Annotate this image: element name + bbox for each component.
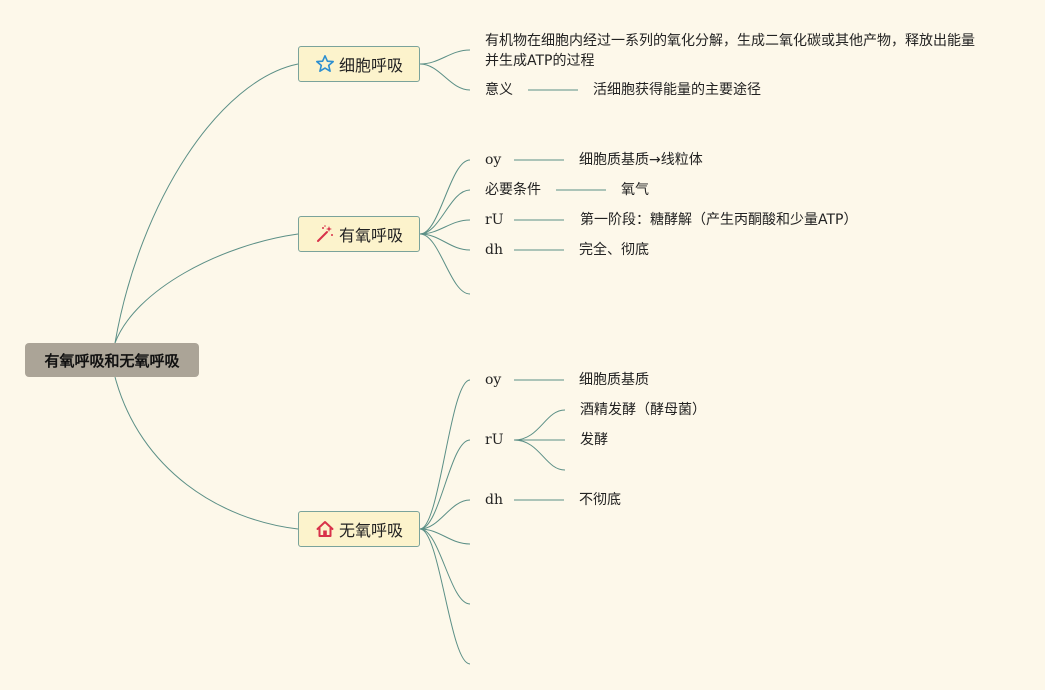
- root-label: 有氧呼吸和无氧呼吸: [44, 351, 180, 370]
- link-root-b1: [114, 63, 299, 344]
- child-value[interactable]: 酒精发酵（酵母菌）: [580, 402, 706, 418]
- magic-wand-icon: [315, 224, 335, 244]
- child-value[interactable]: 氧气: [621, 182, 649, 198]
- child-value[interactable]: 细胞质基质→线粒体: [579, 152, 703, 168]
- child-key[interactable]: rU: [485, 432, 504, 448]
- link-b3-ru-1: [513, 409, 566, 441]
- house-icon: [315, 519, 335, 539]
- link-b3-c2: [419, 439, 471, 530]
- child-value[interactable]: 完全、彻底: [579, 242, 649, 258]
- child-value[interactable]: 发酵: [580, 432, 608, 448]
- link-b3-c6: [419, 528, 471, 665]
- link-b3-c1: [419, 379, 471, 530]
- link-b2-c4: [419, 233, 471, 251]
- child-key[interactable]: dh: [485, 492, 503, 508]
- child-value[interactable]: 细胞质基质: [579, 372, 649, 388]
- child-key[interactable]: 意义: [485, 82, 513, 98]
- link-b1-c2: [419, 63, 471, 91]
- link-root-b3: [114, 376, 299, 530]
- child-key[interactable]: rU: [485, 212, 504, 228]
- link-b3-ru-3: [513, 439, 566, 471]
- child-key[interactable]: oy: [485, 372, 502, 388]
- child-value[interactable]: 第一阶段：糖酵解（产生丙酮酸和少量ATP）: [580, 212, 858, 228]
- link-b2-c2: [419, 189, 471, 235]
- branch-label: 细胞呼吸: [338, 56, 403, 75]
- link-b3-c5: [419, 528, 471, 605]
- star-icon: [315, 54, 335, 74]
- link-b1-c1: [419, 49, 471, 65]
- child-value[interactable]: 活细胞获得能量的主要途径: [593, 82, 761, 98]
- child-key[interactable]: dh: [485, 242, 503, 258]
- branch-node-aerobic[interactable]: 有氧呼吸: [298, 216, 420, 252]
- child-key[interactable]: oy: [485, 152, 502, 168]
- link-b3-c3: [419, 499, 471, 530]
- link-b2-c1: [419, 159, 471, 235]
- link-b3-c4: [419, 528, 471, 545]
- branch-node-anaerobic[interactable]: 无氧呼吸: [298, 511, 420, 547]
- child-key[interactable]: 必要条件: [485, 182, 541, 198]
- link-root-b2: [114, 233, 299, 344]
- child-value[interactable]: 不彻底: [579, 492, 621, 508]
- link-b2-c5: [419, 233, 471, 295]
- link-b2-c3: [419, 219, 471, 235]
- root-node[interactable]: 有氧呼吸和无氧呼吸: [25, 343, 199, 377]
- branch-label: 有氧呼吸: [338, 226, 403, 245]
- definition-text[interactable]: 有机物在细胞内经过一系列的氧化分解，生成二氧化碳或其他产物，释放出能量并生成AT…: [485, 33, 975, 69]
- branch-label: 无氧呼吸: [338, 521, 403, 540]
- branch-node-cell-respiration[interactable]: 细胞呼吸: [298, 46, 420, 82]
